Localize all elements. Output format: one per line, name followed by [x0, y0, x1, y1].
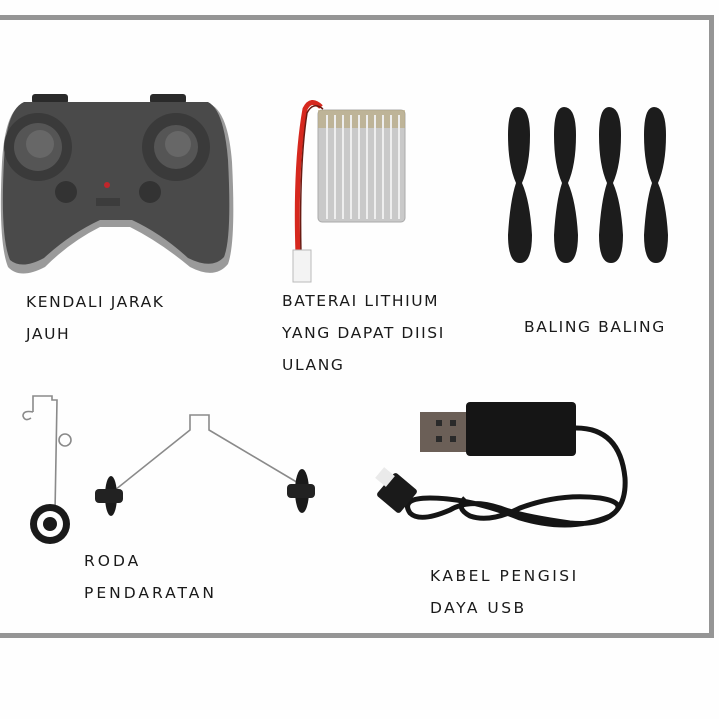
- label-line: DAYA USB: [430, 599, 527, 617]
- usb-cable-icon: [375, 402, 628, 528]
- label-line: BATERAI LITHIUM: [282, 292, 440, 310]
- propeller-icon: [508, 107, 668, 263]
- label-line: BALING BALING: [524, 318, 666, 336]
- landing-gear-label: RODA PENDARATAN: [84, 545, 217, 609]
- label-line: ULANG: [282, 356, 345, 374]
- propellers-image: [500, 105, 680, 265]
- propellers-label: BALING BALING: [524, 311, 666, 343]
- label-line: YANG DAPAT DIISI: [282, 324, 445, 342]
- label-line: RODA: [84, 552, 142, 570]
- label-line: PENDARATAN: [84, 584, 218, 602]
- usb-cable-label: KABEL PENGISI DAYA USB: [430, 560, 579, 624]
- battery-image: [285, 95, 415, 290]
- label-line: KENDALI JARAK: [26, 293, 165, 311]
- battery-label: BATERAI LITHIUM YANG DAPAT DIISI ULANG: [282, 285, 445, 381]
- usb-cable-image: [370, 398, 640, 558]
- label-line: KABEL PENGISI: [430, 567, 579, 585]
- landing-wheel-icon: [22, 395, 315, 544]
- lithium-battery-icon: [292, 100, 406, 283]
- landing-gear-image: [15, 392, 325, 552]
- remote-controller-icon: [0, 94, 234, 274]
- label-line: JAUH: [26, 325, 71, 343]
- remote-controller-image: [0, 92, 235, 277]
- remote-controller-label: KENDALI JARAK JAUH: [26, 286, 165, 350]
